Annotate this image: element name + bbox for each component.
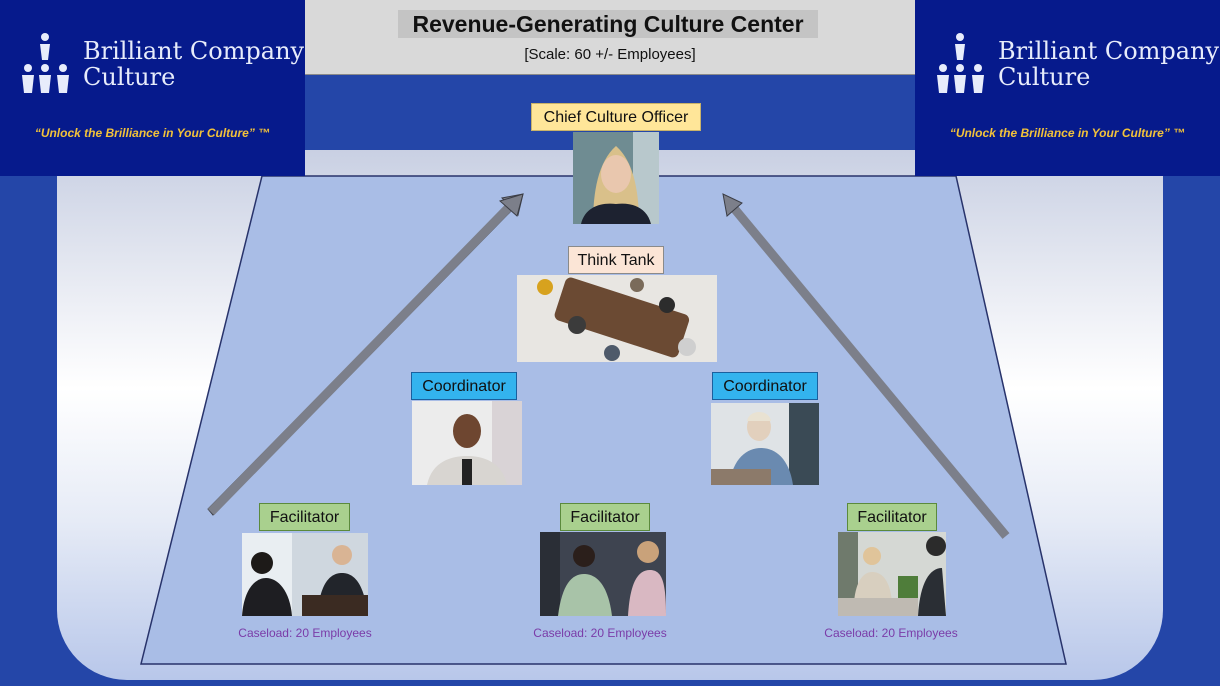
chief-culture-officer-photo <box>573 132 659 224</box>
right-arrow-head <box>722 193 743 217</box>
brand-tagline: “Unlock the Brilliance in Your Culture” … <box>949 126 1186 140</box>
facilitator-label-center: Facilitator <box>560 503 650 531</box>
coordinator-label-right: Coordinator <box>712 372 818 400</box>
left-arrow-shaft <box>207 200 516 516</box>
page-title: Revenue-Generating Culture Center <box>398 10 818 38</box>
facilitator-caseload-right: Caseload: 20 Employees <box>824 626 958 640</box>
think-tank-photo <box>517 275 717 362</box>
people-logo-icon <box>937 33 984 93</box>
think-tank-label: Think Tank <box>568 246 664 274</box>
chief-culture-officer-label: Chief Culture Officer <box>531 103 701 131</box>
facilitator-label-right: Facilitator <box>847 503 937 531</box>
facilitator-photo-right <box>838 532 946 616</box>
brand-tagline: “Unlock the Brilliance in Your Culture” … <box>34 126 271 140</box>
page-subtitle: [Scale: 60 +/- Employees] <box>524 46 696 63</box>
brand-logo-right: Brilliant Company Culture “Unlock the Br… <box>915 0 1220 176</box>
facilitator-photo-left <box>242 533 368 616</box>
facilitator-photo-center <box>540 532 666 616</box>
coordinator-label-left: Coordinator <box>411 372 517 400</box>
brand-logo-left: Brilliant Company Culture “Unlock the Br… <box>0 0 305 176</box>
brand-name: Brilliant Company Culture <box>83 37 305 91</box>
brand-name: Brilliant Company Culture <box>998 37 1220 91</box>
coordinator-photo-right <box>711 403 819 485</box>
people-logo-icon <box>22 33 69 93</box>
facilitator-label-left: Facilitator <box>259 503 350 531</box>
facilitator-caseload-center: Caseload: 20 Employees <box>533 626 667 640</box>
facilitator-caseload-left: Caseload: 20 Employees <box>238 626 372 640</box>
right-arrow-shaft <box>729 204 1010 539</box>
left-arrow-head <box>498 193 524 217</box>
pyramid-trapezoid <box>140 175 1067 665</box>
coordinator-photo-left <box>412 401 522 485</box>
